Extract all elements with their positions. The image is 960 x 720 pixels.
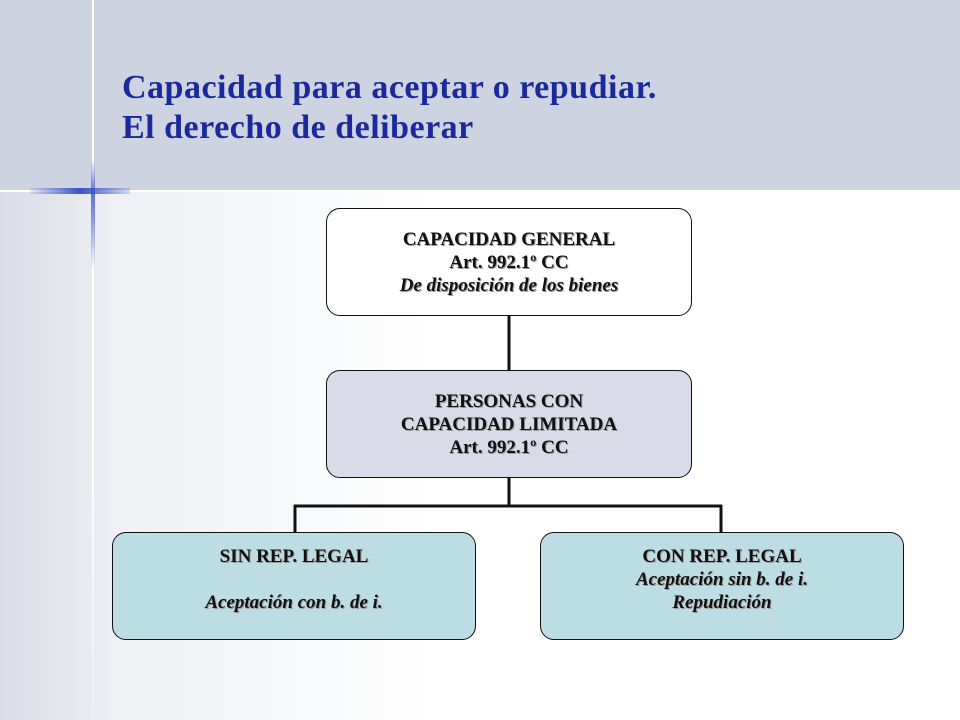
node-left-line-1: SIN REP. LEGAL [219,546,369,567]
node-top-line-3: De disposición de los bienes [399,274,619,296]
node-left-line-2: Aceptación con b. de i. [205,592,383,613]
node-top-line-1: CAPACIDAD GENERAL [402,228,616,250]
node-right-line-2: Aceptación sin b. de i. [635,569,809,590]
header-divider [0,190,960,192]
decorative-vertical-line [92,0,94,720]
node-capacidad-general: CAPACIDAD GENERAL Art. 992.1º CC De disp… [326,208,692,316]
slide-title-line-2: El derecho de deliberar [122,109,474,146]
node-top-line-2: Art. 992.1º CC [449,251,569,273]
decorative-vertical-accent [91,160,95,270]
header-band [0,0,960,190]
node-con-rep-legal: CON REP. LEGAL Aceptación sin b. de i. R… [540,532,904,640]
node-right-line-1: CON REP. LEGAL [642,546,802,567]
node-personas-capacidad-limitada: PERSONAS CON CAPACIDAD LIMITADA Art. 992… [326,370,692,478]
node-middle-line-2: CAPACIDAD LIMITADA [400,413,618,435]
decorative-horizontal-accent [30,188,130,194]
node-right-line-3: Repudiación [672,592,772,613]
node-sin-rep-legal: SIN REP. LEGAL Aceptación con b. de i. [112,532,476,640]
slide-title-line-1: Capacidad para aceptar o repudiar. [122,69,657,106]
node-middle-line-3: Art. 992.1º CC [449,436,569,458]
node-middle-line-1: PERSONAS CON [434,390,584,412]
slide-title: Capacidad para aceptar o repudiar. El de… [122,68,657,148]
